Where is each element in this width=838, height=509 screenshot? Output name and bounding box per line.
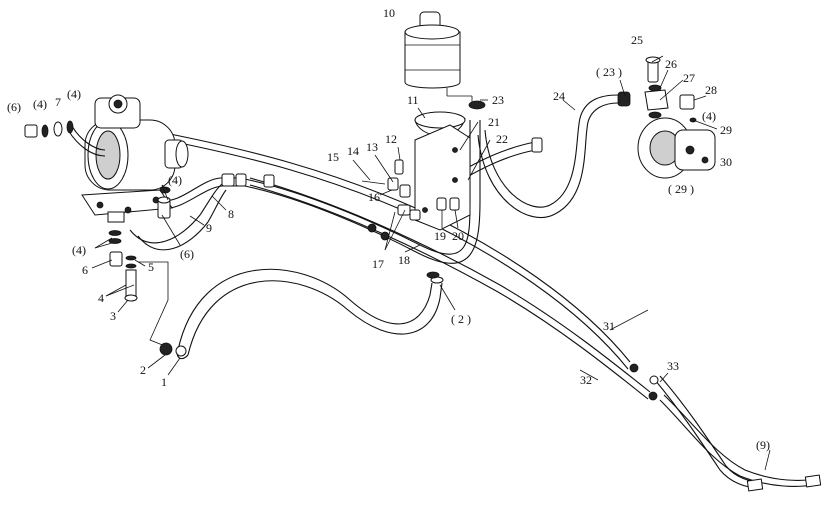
label-1: 1 bbox=[161, 375, 167, 389]
label-6c: (6) bbox=[7, 100, 21, 114]
label-6b: (6) bbox=[180, 247, 194, 261]
label-29b: ( 29 ) bbox=[668, 182, 694, 196]
label-4d: (4) bbox=[33, 97, 47, 111]
label-5: 5 bbox=[148, 260, 154, 274]
label-28: 28 bbox=[705, 83, 717, 97]
label-29: 29 bbox=[720, 123, 732, 137]
label-32: 32 bbox=[580, 373, 592, 387]
label-2: 2 bbox=[140, 363, 146, 377]
hose-1 bbox=[175, 268, 444, 360]
oil-reservoir bbox=[404, 11, 486, 110]
label-26: 26 bbox=[665, 57, 677, 71]
tube-32 bbox=[249, 177, 651, 400]
label-8: 8 bbox=[228, 207, 234, 221]
label-10: 10 bbox=[383, 6, 395, 20]
label-3: 3 bbox=[110, 309, 116, 323]
bracket-assembly bbox=[361, 111, 471, 279]
label-18: 18 bbox=[398, 253, 410, 267]
label-33: 33 bbox=[667, 359, 679, 373]
label-4c: (4) bbox=[168, 173, 182, 187]
callout-labels: 1 2 3 4 5 6 (4) (6) (4) (6) (4) 7 (4) 8 … bbox=[7, 6, 770, 452]
label-4f: (4) bbox=[702, 109, 716, 123]
steering-gear bbox=[81, 94, 189, 223]
left-fittings bbox=[24, 120, 106, 157]
label-25: 25 bbox=[631, 33, 643, 47]
label-6: 6 bbox=[82, 263, 88, 277]
leader-lines bbox=[91, 55, 771, 471]
label-9b: (9) bbox=[756, 438, 770, 452]
label-16: 16 bbox=[368, 190, 380, 204]
label-14: 14 bbox=[347, 144, 359, 158]
label-9: 9 bbox=[206, 221, 212, 235]
label-4a: 4 bbox=[98, 291, 104, 305]
label-17: 17 bbox=[372, 257, 384, 271]
label-7: 7 bbox=[55, 95, 61, 109]
hose-24 bbox=[477, 91, 631, 219]
label-23: 23 bbox=[492, 93, 504, 107]
label-27: 27 bbox=[683, 71, 695, 85]
label-30: 30 bbox=[720, 155, 732, 169]
label-24: 24 bbox=[553, 89, 565, 103]
label-13: 13 bbox=[366, 140, 378, 154]
tube-33-ends bbox=[629, 363, 822, 492]
label-15: 15 bbox=[327, 150, 339, 164]
label-4e: (4) bbox=[67, 87, 81, 101]
label-31: 31 bbox=[603, 319, 615, 333]
label-21: 21 bbox=[488, 115, 500, 129]
label-11: 11 bbox=[407, 93, 419, 107]
steering-pump bbox=[637, 56, 718, 179]
label-2b: ( 2 ) bbox=[451, 312, 471, 326]
lower-left-fittings bbox=[108, 186, 173, 356]
label-12: 12 bbox=[385, 132, 397, 146]
label-22: 22 bbox=[496, 132, 508, 146]
label-4b: (4) bbox=[72, 243, 86, 257]
label-23b: ( 23 ) bbox=[596, 65, 622, 79]
label-20: 20 bbox=[452, 229, 464, 243]
label-19: 19 bbox=[434, 229, 446, 243]
